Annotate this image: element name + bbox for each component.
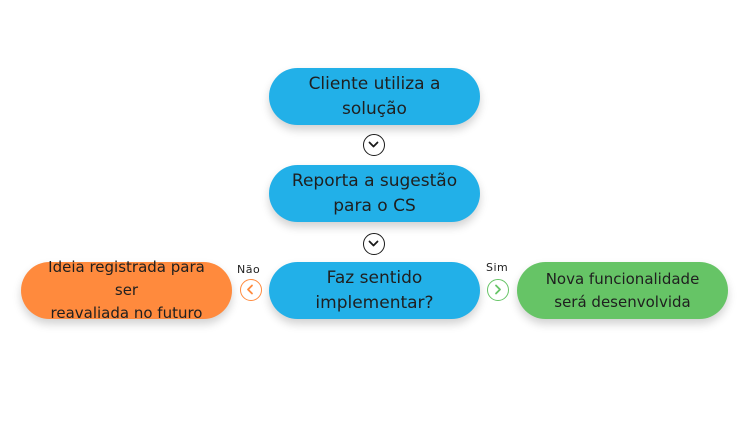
node-ideia-registrada: Ideia registrada para ser reavaliada no … [21,258,232,322]
chevron-right-icon [487,279,509,301]
node-text: Cliente utiliza a solução [309,72,441,122]
node-line: Faz sentido [326,267,423,288]
node-line: reavaliada no futuro [50,304,203,322]
node-text: Reporta a sugestão para o CS [292,169,457,219]
node-nova-funcionalidade: Nova funcionalidade será desenvolvida [517,262,728,319]
node-cliente-utiliza: Cliente utiliza a solução [269,68,480,125]
chevron-down-icon [363,134,385,156]
node-reporta-sugestao: Reporta a sugestão para o CS [269,165,480,222]
node-line: será desenvolvida [554,292,691,311]
edge-label-sim: Sim [486,261,509,274]
node-line: Ideia registrada para ser [48,258,205,299]
node-text: Ideia registrada para ser reavaliada no … [35,256,218,325]
node-text: Nova funcionalidade será desenvolvida [546,268,700,314]
node-line: para o CS [333,195,416,216]
chevron-left-icon [240,279,262,301]
node-line: Nova funcionalidade [545,269,700,288]
node-text: Faz sentido implementar? [315,266,433,316]
edge-label-nao: Não [237,263,261,276]
node-line: solução [342,98,407,119]
node-line: Cliente utiliza a [308,73,441,94]
node-decision-faz-sentido: Faz sentido implementar? [269,262,480,319]
node-line: implementar? [315,292,434,313]
chevron-down-icon [363,233,385,255]
node-line: Reporta a sugestão [291,170,458,191]
